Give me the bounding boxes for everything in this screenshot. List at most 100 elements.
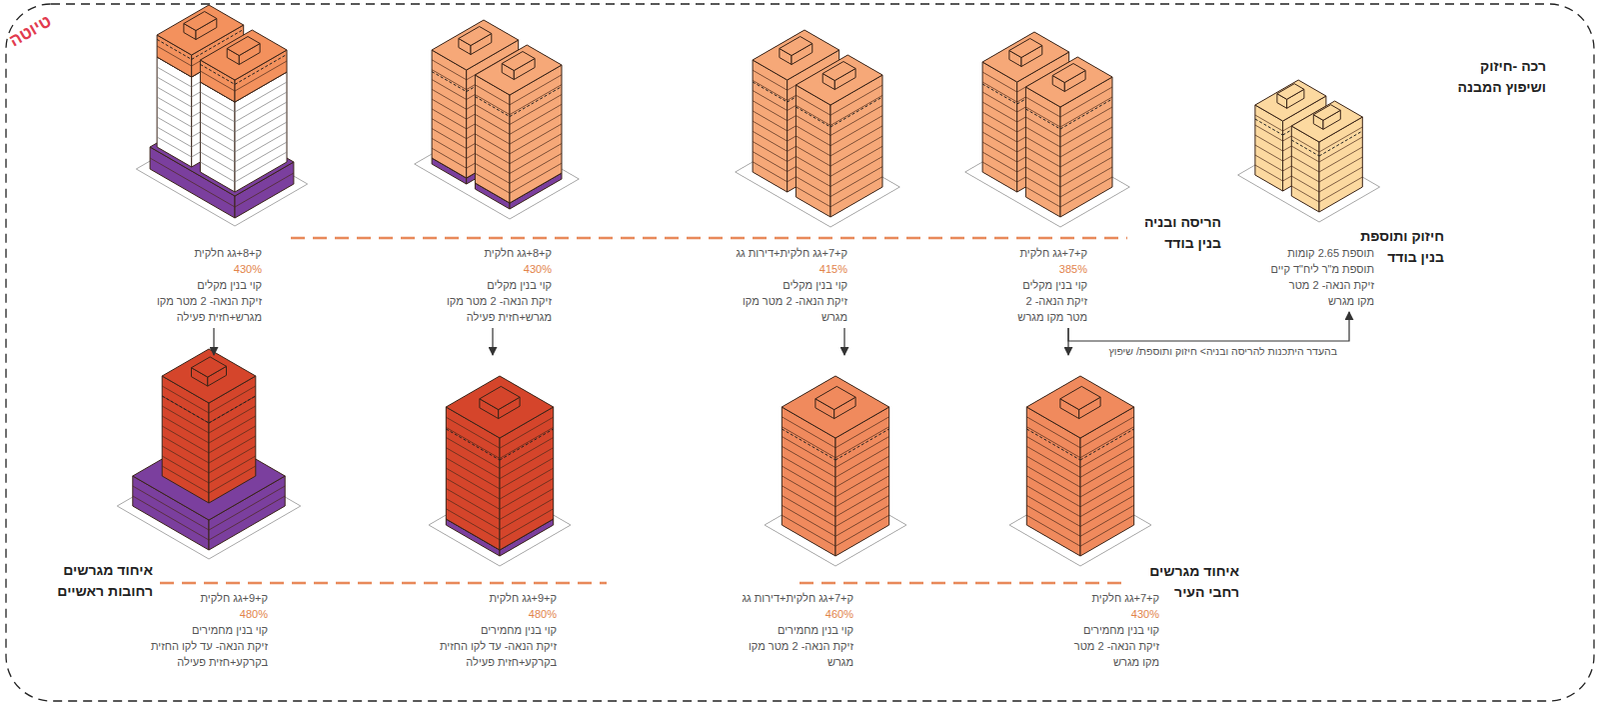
floor-line [781, 514, 836, 546]
spec-line: ק+7+גג חלקית [1049, 589, 1160, 606]
roof-dash [431, 71, 467, 92]
divider-dash [799, 581, 1128, 585]
floor-line [474, 172, 510, 193]
floor-line [835, 514, 890, 546]
roof-dash [1026, 428, 1081, 460]
floor-line [1026, 514, 1081, 546]
floor-line [509, 123, 562, 154]
spec-line: ק+7+גג חלקית+דירות גג [741, 589, 854, 606]
roof-dash [509, 86, 562, 117]
floor-line [752, 110, 788, 131]
floor-line [1060, 106, 1113, 137]
floor-line [431, 98, 467, 119]
floor-line [835, 455, 890, 487]
building-info: ק+9+גג חלקית480%קוי בנין מחמיריםזיקת הנא… [150, 355, 268, 670]
floor-line [1025, 186, 1061, 207]
floor-line [499, 416, 554, 448]
building-face [199, 29, 287, 80]
roof-dash [830, 96, 883, 127]
floor-line [1026, 475, 1081, 507]
floor-line [156, 76, 192, 97]
frame-border [5, 3, 1595, 701]
floor-line [1080, 436, 1135, 468]
floor-line [474, 153, 510, 174]
building-face [1025, 56, 1113, 107]
building-face [752, 59, 788, 192]
floor-line [474, 133, 510, 154]
building-info: ק+8+גג חלקית430%קוי בנין מקליםזיקת הנאה-… [446, 244, 552, 325]
roof-dash [1080, 428, 1135, 460]
floor-line [509, 103, 562, 134]
floor-line [1060, 146, 1113, 177]
floor-line [781, 445, 836, 477]
floor-line [445, 416, 500, 448]
floor-line [1080, 504, 1135, 536]
spec-line: קוי בנין מקלים [987, 276, 1088, 293]
building-face [458, 26, 492, 46]
building-face [1277, 83, 1305, 100]
floor-line [445, 508, 500, 540]
spec-line: זיקת הנאה- 2 מטר מקו [735, 292, 848, 309]
spec-line: קוי בנין מקלים [735, 276, 848, 293]
building-face [1291, 100, 1363, 142]
building-face [795, 54, 883, 105]
floor-line [474, 94, 510, 115]
roof-dash [445, 428, 500, 460]
floor-line [781, 455, 836, 487]
spec-line: ק+7+גג חלקית+דירות גג [735, 244, 848, 261]
roof-dash [161, 395, 209, 423]
building-face [1060, 385, 1101, 409]
floor-line [1319, 126, 1363, 152]
floor-line [499, 467, 554, 499]
floor-line [431, 88, 467, 109]
building-face [1026, 375, 1134, 438]
floor-line [1025, 176, 1061, 197]
floor-line [1025, 126, 1061, 147]
spec-line: זיקת הנאה- 2 מטר [1270, 276, 1375, 293]
floor-line [781, 416, 836, 448]
floor-line [1255, 164, 1284, 181]
floor-line [982, 121, 1018, 142]
roof-dash [1319, 130, 1363, 156]
floor-line [1026, 485, 1081, 517]
floor-line [1026, 455, 1081, 487]
floor-line [445, 477, 500, 509]
floor-line [199, 70, 235, 91]
floor-line [1025, 106, 1061, 127]
building-face [474, 44, 562, 95]
spec-line: זיקת הנאה- 2 מטר [1049, 637, 1160, 654]
floor-line [1255, 114, 1284, 131]
floor-line [509, 113, 562, 144]
floor-line [1319, 146, 1363, 172]
spec-line: מקו מגרש [1049, 653, 1160, 670]
spec-line: זיקת הנאה- 2 [987, 292, 1088, 309]
floor-line [431, 59, 467, 80]
floor-line [752, 79, 788, 100]
floor-line [509, 133, 562, 164]
spec-line: מגרש [735, 308, 848, 325]
spec-line: בקרקע+חזית פעילה [439, 653, 557, 670]
floor-line [1291, 175, 1320, 192]
roof-dash [1291, 139, 1320, 156]
floor-line [509, 152, 562, 183]
floor-line [1026, 504, 1081, 536]
floor-line [161, 425, 209, 453]
floor-line [835, 436, 890, 468]
floor-line [156, 86, 192, 107]
floor-line [1060, 86, 1113, 117]
building-face [445, 375, 553, 438]
floor-line [161, 415, 209, 443]
floor-line [445, 437, 500, 469]
building-face [1313, 104, 1341, 121]
spec-line: תוספת 2.65 קומות [1270, 244, 1375, 261]
floor-line [161, 465, 209, 493]
floor-line [208, 395, 256, 423]
floor-line [1319, 136, 1363, 162]
floor-line [982, 81, 1018, 102]
floor-line [1060, 176, 1113, 207]
floor-line [835, 475, 890, 507]
connector-label: בהעדר היתכנות להריסה ובניה> חיזוק ותוספת… [1106, 343, 1340, 358]
floor-line [1319, 176, 1363, 202]
floor-line [1025, 146, 1061, 167]
building-info: ק+7+גג חלקית+דירות גג415%קוי בנין מקליםז… [735, 244, 848, 325]
